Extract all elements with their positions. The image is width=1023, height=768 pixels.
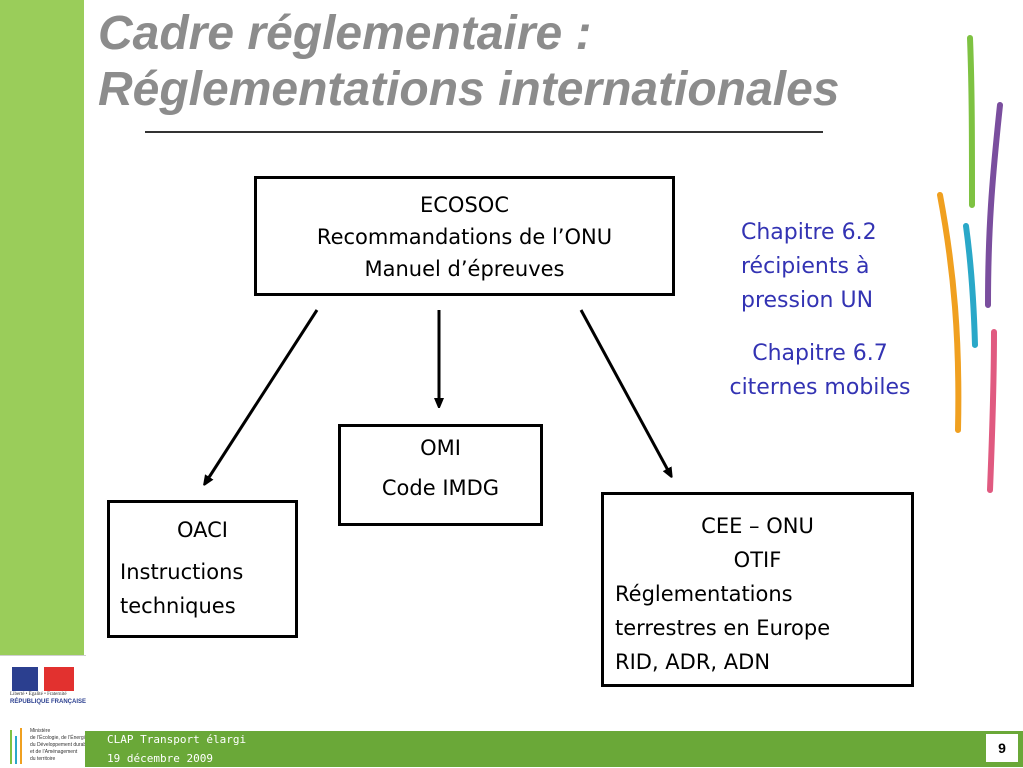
oaci-line: OACI: [176, 518, 228, 542]
cee-line: RID, ADR, ADN: [615, 650, 771, 674]
cee-line: CEE – ONU: [701, 514, 814, 538]
note-line: Chapitre 6.2: [741, 220, 877, 245]
note-line: récipients à: [741, 254, 870, 279]
slide-title: Cadre réglementaire : Réglementations in…: [98, 6, 998, 118]
note-chapitre-6-2: Chapitre 6.2 récipients à pression UN: [741, 216, 877, 318]
ecosoc-line: ECOSOC: [420, 193, 509, 217]
note-line: Chapitre 6.7: [752, 341, 888, 366]
marianne-logo-blue: [12, 667, 38, 691]
cee-box: CEE – ONU OTIF Réglementations terrestre…: [601, 492, 914, 687]
oaci-box: OACI Instructions techniques: [107, 500, 298, 638]
left-green-bar: [0, 0, 84, 655]
slide-title-line2: Réglementations internationales: [98, 63, 840, 116]
title-underline: [145, 131, 823, 133]
marianne-logo-red: [44, 667, 74, 691]
ministry-line: Ministère: [30, 728, 51, 734]
page-number: 9: [985, 733, 1019, 763]
cee-line: terrestres en Europe: [615, 616, 831, 640]
oaci-line: techniques: [120, 594, 236, 618]
cee-line: Réglementations: [615, 582, 793, 606]
arrow-to-cee: [579, 309, 670, 474]
cee-line: OTIF: [733, 548, 782, 572]
ecosoc-line: Manuel d’épreuves: [364, 257, 565, 281]
ecosoc-line: Recommandations de l’ONU: [316, 225, 613, 249]
note-line: citernes mobiles: [729, 375, 911, 400]
ecosoc-box: ECOSOC Recommandations de l’ONU Manuel d…: [254, 176, 675, 296]
ministry-line: du territoire: [30, 756, 56, 762]
note-line: pression UN: [741, 288, 874, 313]
republic-name: RÉPUBLIQUE FRANÇAISE: [10, 699, 87, 705]
note-chapitre-6-7: Chapitre 6.7 citernes mobiles: [705, 337, 935, 405]
ministry-logo-strokes: [10, 728, 22, 764]
omi-line: Code IMDG: [381, 476, 500, 500]
footer-bar: [85, 731, 1023, 767]
arrow-to-oaci: [206, 309, 319, 482]
decorative-color-strokes: [937, 35, 1003, 493]
republic-motto: Liberté • Égalité • Fraternité: [10, 692, 67, 697]
slide-title-line1: Cadre réglementaire :: [98, 7, 592, 60]
ministry-name: Ministère de l’Écologie, de l’Énergie, d…: [30, 728, 90, 763]
ministry-line: et de l’Aménagement: [30, 749, 78, 755]
omi-line: OMI: [420, 436, 461, 460]
omi-box: OMI Code IMDG: [338, 424, 543, 526]
oaci-line: Instructions: [120, 560, 244, 584]
ministry-line: de l’Écologie, de l’Énergie,: [30, 735, 89, 741]
ministry-line: du Développement durable: [30, 742, 91, 748]
footer-date: 19 décembre 2009: [107, 752, 213, 765]
footer-event: CLAP Transport élargi: [107, 733, 247, 746]
